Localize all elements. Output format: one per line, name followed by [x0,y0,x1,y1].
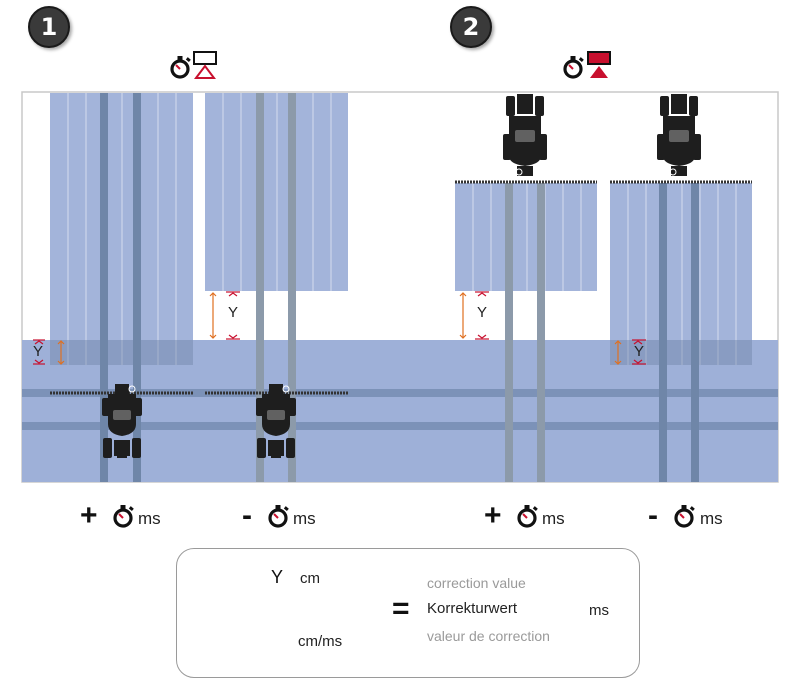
ms-label: ms [293,509,316,528]
minus-sign: - [648,499,658,532]
y-markers [33,291,646,365]
y-label-panel2-gap: Y [477,304,488,321]
formula-numerator-unit: cm [300,570,320,587]
formula-box [176,548,640,678]
tractor-icon [255,383,297,459]
panel2-block-d [610,183,752,482]
formula-result-unit: ms [589,602,609,619]
stopwatch-icon [517,503,540,528]
tractor-icon [101,383,143,459]
stopwatch-icon [563,54,586,79]
panel1-block-a [50,93,193,482]
track-horizontal-2 [22,422,778,430]
step-2-badge: 2 [450,6,492,48]
formula-line-de: Korrekturwert [427,600,518,617]
stopwatch-icon [674,503,697,528]
track-horizontal-1 [22,389,778,397]
y-label-panel1-left: Y [33,343,44,360]
stopwatch-icon [268,503,291,528]
ms-label: ms [138,509,161,528]
y-label-panel2-right: Y [634,343,645,360]
minus-sign: - [242,499,252,532]
ms-label: ms [542,509,565,528]
plus-sign: + [484,499,502,532]
ms-label: ms [700,509,723,528]
formula-denominator-unit: cm/ms [298,633,343,650]
formula-line-en: correction value [427,575,526,591]
formula-y: Y [271,567,284,587]
step-1-badge: 1 [28,6,70,48]
panel2-block-c [455,183,597,482]
stopwatch-icon [170,54,193,79]
formula-equals: = [392,592,410,625]
y-label-panel1-gap: Y [228,304,239,321]
section-on-icon [587,51,611,78]
plus-sign: + [80,499,98,532]
boom-bars [50,180,752,395]
stopwatch-icon [113,503,136,528]
section-off-icon [193,51,217,79]
formula-line-fr: valeur de correction [427,628,550,644]
panel1-block-b [205,93,348,482]
